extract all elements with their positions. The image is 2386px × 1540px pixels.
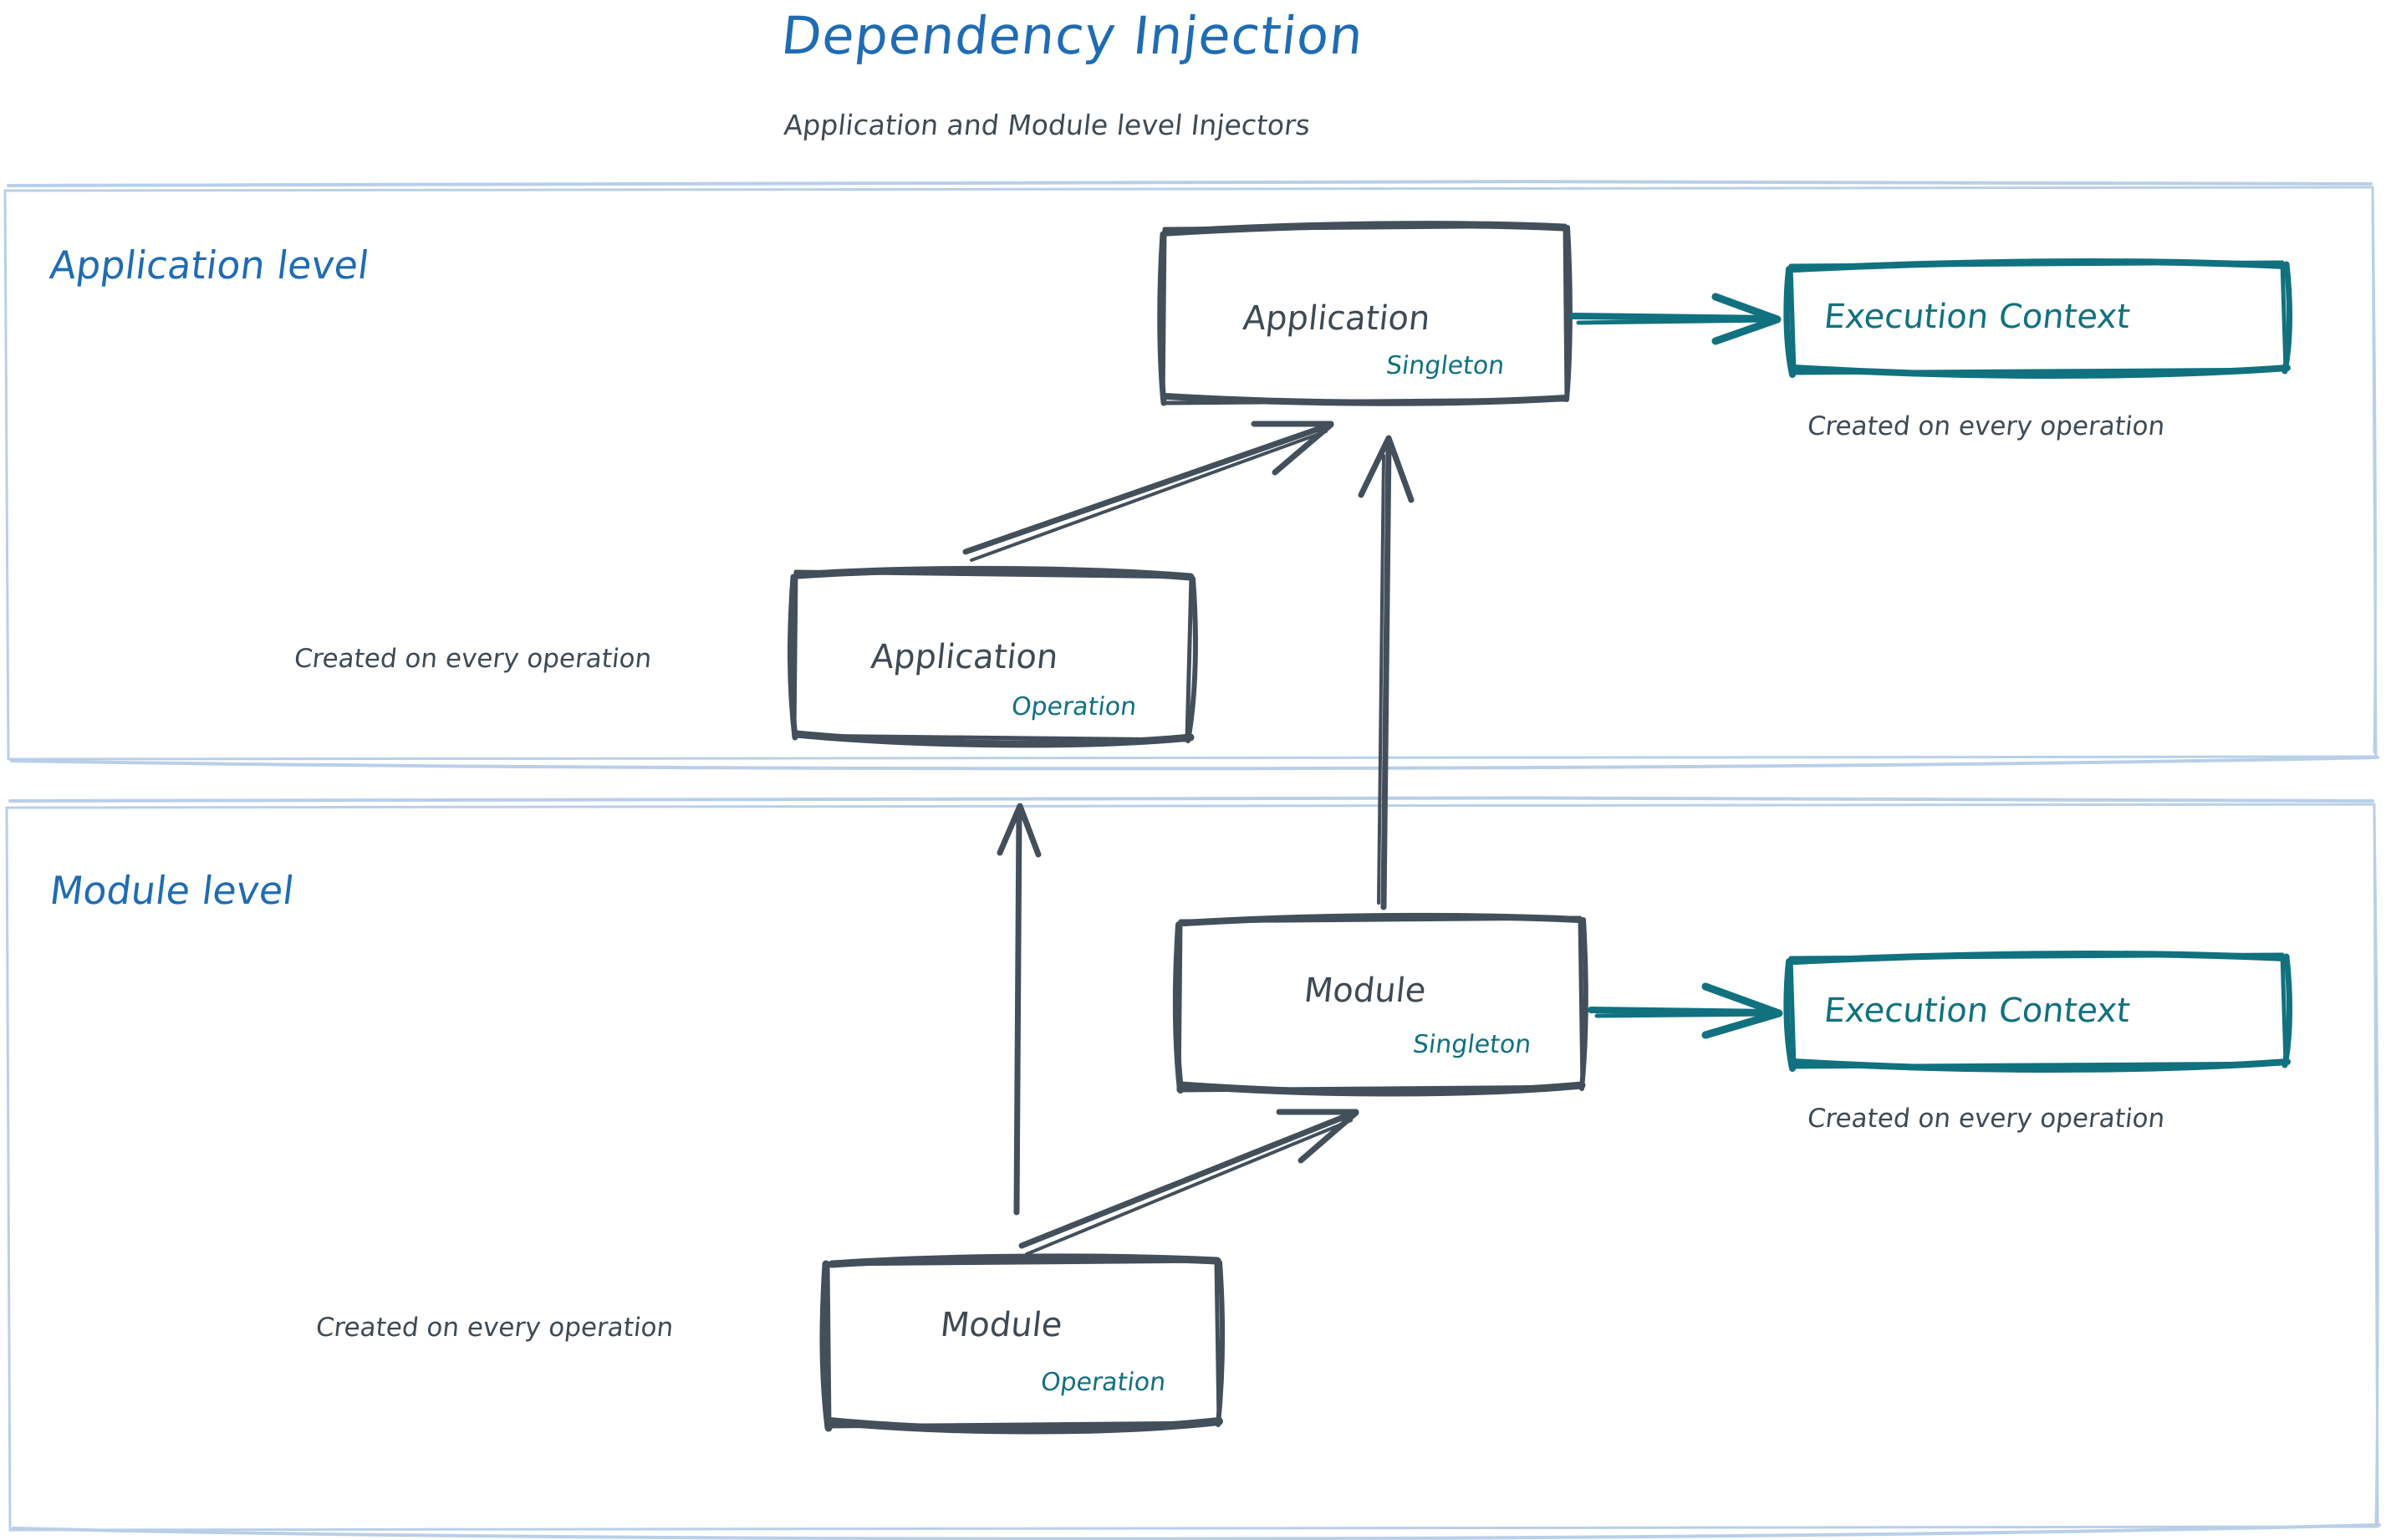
arrow-module-operation-to-app-operation <box>997 803 1042 1216</box>
application-operation-title: Application <box>869 638 1060 676</box>
module-operation-caption: Created on every operation <box>314 1313 676 1343</box>
application-operation-caption: Created on every operation <box>293 644 654 674</box>
page-subtitle: Application and Module level Injectors <box>782 109 1313 141</box>
application-singleton-scope: Singleton <box>1384 351 1507 380</box>
module-operation-title: Module <box>938 1306 1064 1344</box>
arrow-module-operation-to-module-singleton <box>1018 1109 1359 1256</box>
module-singleton-title: Module <box>1302 971 1428 1010</box>
execution-context-module-title: Execution Context <box>1822 992 2133 1030</box>
execution-context-module-box[interactable] <box>1783 951 2293 1073</box>
module-singleton-scope: Singleton <box>1410 1030 1533 1059</box>
module-singleton-box[interactable] <box>1172 912 1588 1097</box>
application-operation-scope: Operation <box>1009 692 1139 722</box>
arrow-app-singleton-to-exec-context <box>1570 293 1782 345</box>
application-level-container <box>3 180 2379 771</box>
module-level-label: Module level <box>47 868 297 913</box>
module-operation-box[interactable] <box>819 1253 1226 1435</box>
application-singleton-box[interactable] <box>1157 221 1573 406</box>
arrow-module-singleton-to-app-singleton <box>1358 435 1415 910</box>
application-singleton-title: Application <box>1241 299 1432 338</box>
page-title: Dependency Injection <box>778 5 1367 66</box>
application-operation-box[interactable] <box>787 565 1198 748</box>
arrow-app-operation-to-app-singleton <box>962 421 1334 562</box>
application-level-label: Application level <box>47 242 372 288</box>
module-level-container <box>5 796 2381 1540</box>
execution-context-module-caption: Created on every operation <box>1806 1104 2167 1134</box>
execution-context-application-caption: Created on every operation <box>1806 411 2167 441</box>
execution-context-application-title: Execution Context <box>1822 298 2133 336</box>
execution-context-application-box[interactable] <box>1783 258 2293 379</box>
module-operation-scope: Operation <box>1038 1368 1168 1397</box>
arrow-module-singleton-to-exec-context <box>1588 982 1783 1039</box>
